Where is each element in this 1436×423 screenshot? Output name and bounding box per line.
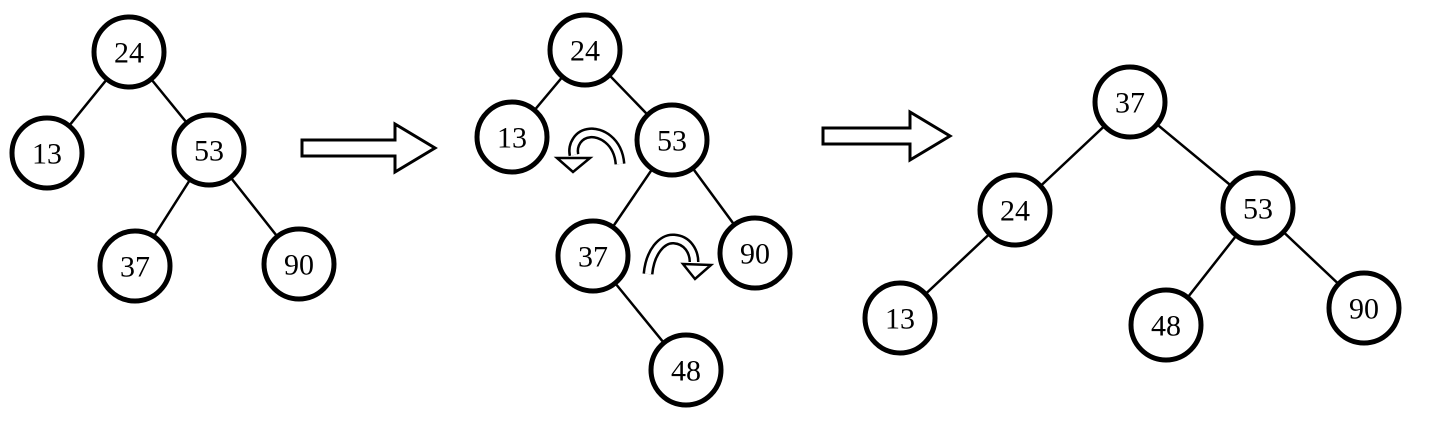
tree-node-24: 24 — [977, 172, 1053, 248]
node-circle — [634, 102, 710, 178]
node-label: 48 — [1151, 310, 1181, 343]
transition-arrow-icon — [821, 109, 953, 163]
node-label: 90 — [740, 238, 770, 271]
node-label: 37 — [120, 251, 150, 284]
tree-node-24: 24 — [547, 12, 623, 88]
transition-arrow-icon — [300, 121, 438, 175]
tree-node-53: 53 — [634, 102, 710, 178]
tree-node-53: 53 — [1220, 170, 1296, 246]
node-circle — [862, 280, 938, 356]
node-circle — [1128, 287, 1204, 363]
node-label: 13 — [885, 303, 915, 336]
tree-node-37: 37 — [1092, 64, 1168, 140]
node-circle — [474, 99, 550, 175]
node-label: 24 — [1000, 195, 1030, 228]
node-label: 53 — [657, 125, 687, 158]
tree-node-90: 90 — [1326, 270, 1402, 346]
tree-node-37: 37 — [97, 228, 173, 304]
tree-node-13: 13 — [9, 115, 85, 191]
node-circle — [91, 14, 167, 90]
node-label: 90 — [284, 249, 314, 282]
node-circle — [1092, 64, 1168, 140]
node-circle — [977, 172, 1053, 248]
tree-node-53: 53 — [171, 112, 247, 188]
node-circle — [171, 112, 247, 188]
tree-node-90: 90 — [717, 215, 793, 291]
node-label: 24 — [570, 35, 600, 68]
rotate-right-arrow-icon — [642, 233, 715, 281]
node-label: 24 — [114, 37, 144, 70]
tree-node-13: 13 — [474, 99, 550, 175]
node-label: 13 — [32, 138, 62, 171]
node-label: 37 — [578, 241, 608, 274]
node-label: 90 — [1349, 293, 1379, 326]
tree-node-90: 90 — [261, 226, 337, 302]
tree-node-48: 48 — [1128, 287, 1204, 363]
node-circle — [547, 12, 623, 88]
tree-node-37: 37 — [555, 218, 631, 294]
rotate-left-arrow-icon — [553, 127, 626, 174]
node-label: 53 — [1243, 193, 1273, 226]
node-circle — [97, 228, 173, 304]
node-circle — [1220, 170, 1296, 246]
node-circle — [9, 115, 85, 191]
node-label: 48 — [671, 355, 701, 388]
node-label: 13 — [497, 122, 527, 155]
node-circle — [261, 226, 337, 302]
tree-node-48: 48 — [648, 332, 724, 408]
tree-node-24: 24 — [91, 14, 167, 90]
node-label: 37 — [1115, 87, 1145, 120]
node-label: 53 — [194, 135, 224, 168]
node-circle — [1326, 270, 1402, 346]
node-circle — [555, 218, 631, 294]
node-circle — [648, 332, 724, 408]
tree-node-13: 13 — [862, 280, 938, 356]
node-circle — [717, 215, 793, 291]
